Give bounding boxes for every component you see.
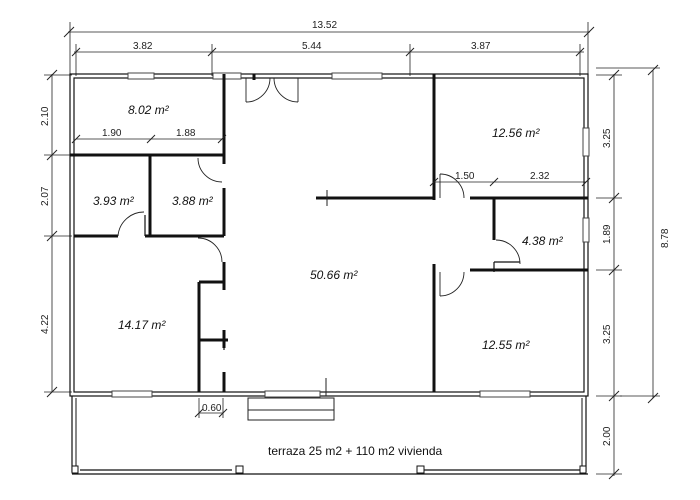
door-arc <box>273 77 299 103</box>
post <box>235 465 244 474</box>
window <box>111 390 153 398</box>
window <box>264 390 321 398</box>
window <box>582 217 590 243</box>
door-arc <box>117 211 145 237</box>
window <box>331 72 383 80</box>
room-area-bath-right: 4.38 m² <box>522 234 564 248</box>
dim-pillar-gap: 0.60 <box>202 403 222 414</box>
dim-segment-1: 3.82 <box>133 41 153 52</box>
dim-segment-3: 3.87 <box>471 41 491 52</box>
dim-right-3: 3.25 <box>602 324 613 344</box>
dim-right-2: 1.89 <box>602 224 613 244</box>
window <box>127 72 155 80</box>
dim-right-split-right: 2.32 <box>530 171 550 182</box>
interior-dimensions: 1.90 1.88 1.50 2.32 0.60 <box>71 128 591 418</box>
window <box>479 390 531 398</box>
post <box>579 465 587 474</box>
post <box>416 465 425 474</box>
room-area-bottom-right: 12.55 m² <box>482 338 530 352</box>
left-dimensions: 2.10 2.07 4.22 <box>40 69 72 398</box>
room-area-bottom-left: 14.17 m² <box>118 318 166 332</box>
dim-left-2: 2.07 <box>40 186 51 206</box>
room-area-bath-center: 3.88 m² <box>172 194 214 208</box>
dim-overall-depth: 8.78 <box>660 228 671 248</box>
room-labels: 8.02 m² 3.93 m² 3.88 m² 50.66 m² 12.56 m… <box>93 103 564 352</box>
right-dimensions: 3.25 1.89 3.25 2.00 8.78 <box>596 64 671 480</box>
door-arc <box>439 173 465 199</box>
exterior-walls <box>69 72 590 398</box>
door-arc <box>439 271 465 297</box>
post <box>71 465 79 474</box>
terrace: terraza 25 m2 + 110 m2 vivienda <box>71 396 588 475</box>
entry-steps <box>247 397 335 421</box>
dim-right-1: 3.25 <box>602 128 613 148</box>
room-area-top-right: 12.56 m² <box>492 126 540 140</box>
door-arc <box>197 157 223 183</box>
dim-segment-2: 5.44 <box>302 41 322 52</box>
doors <box>117 77 521 297</box>
dim-right-4: 2.00 <box>602 426 613 446</box>
door-arc <box>197 237 223 263</box>
room-area-bath-left: 3.93 m² <box>93 194 135 208</box>
dim-bedroom-split-left: 1.90 <box>102 128 122 139</box>
terrace-note: terraza 25 m2 + 110 m2 vivienda <box>268 444 443 458</box>
room-area-living: 50.66 m² <box>310 268 358 282</box>
dim-overall-width: 13.52 <box>312 20 337 31</box>
dim-left-1: 2.10 <box>40 106 51 126</box>
dim-right-split-left: 1.50 <box>455 171 475 182</box>
dim-left-3: 4.22 <box>40 314 51 334</box>
room-area-top-left: 8.02 m² <box>128 103 170 117</box>
top-dimensions: 13.52 3.82 5.44 3.87 <box>63 20 595 76</box>
window <box>212 72 242 80</box>
window <box>582 127 590 157</box>
interior-walls <box>70 74 588 396</box>
door-arc <box>245 77 271 103</box>
door-arc <box>495 239 521 265</box>
dim-bedroom-split-right: 1.88 <box>176 128 196 139</box>
